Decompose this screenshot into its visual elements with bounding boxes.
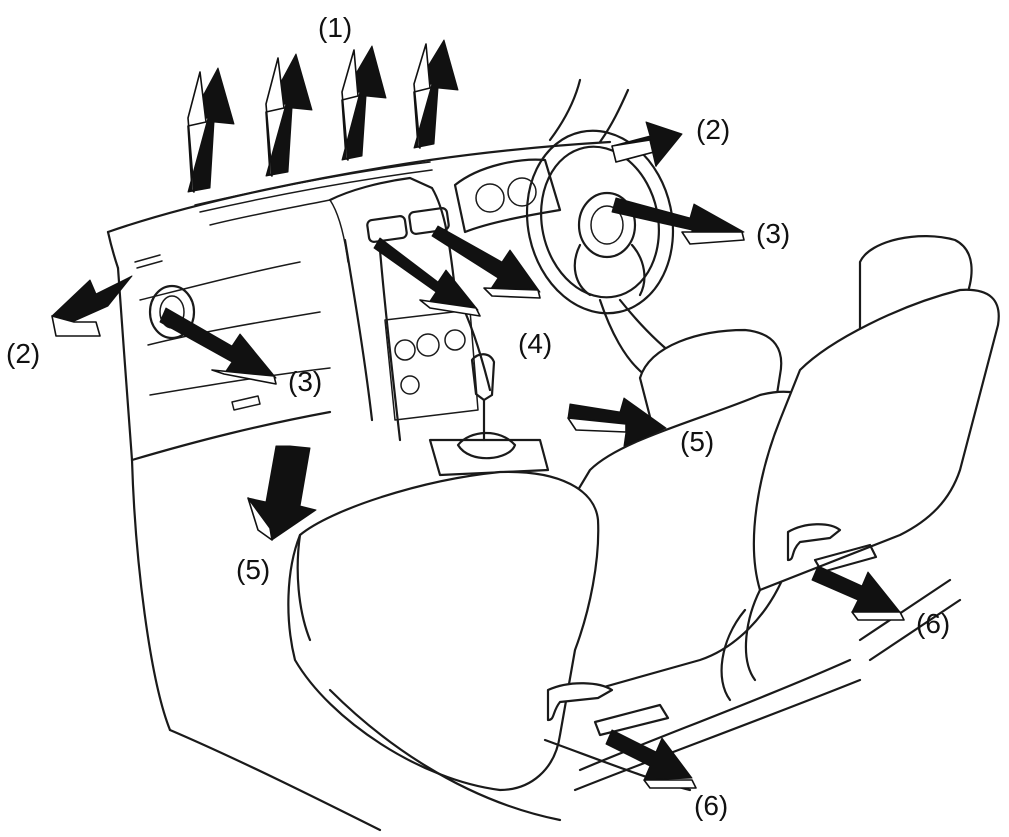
label-side-window-left: (2) xyxy=(6,338,41,369)
front-seat xyxy=(287,328,862,822)
label-rear-left: (6) xyxy=(694,790,729,821)
foot-arrow-right xyxy=(567,397,667,447)
windshield-frame xyxy=(548,78,630,144)
label-side-window-right: (2) xyxy=(696,114,731,145)
rear-arrow-right xyxy=(811,565,905,621)
rear-seat xyxy=(720,235,1000,702)
foot-arrow-left xyxy=(247,445,317,541)
vent-arrow-right xyxy=(611,197,745,245)
windshield-defrost-arrows xyxy=(187,39,459,193)
dashboard xyxy=(106,140,612,477)
label-foot-front-left: (5) xyxy=(236,554,271,585)
side-arrow-left xyxy=(51,275,133,337)
center-vent-arrows xyxy=(373,225,541,317)
defrost-arrow-2 xyxy=(265,53,313,177)
vent-arrow-left xyxy=(159,307,277,385)
side-arrow-right xyxy=(611,121,683,167)
label-vent-left: (3) xyxy=(288,366,323,397)
defrost-arrow-1 xyxy=(187,67,235,193)
label-center-vent: (4) xyxy=(518,328,553,359)
label-vent-right: (3) xyxy=(756,218,791,249)
label-foot-front: (5) xyxy=(680,426,715,457)
rear-arrow-left xyxy=(605,729,697,789)
defrost-arrow-3 xyxy=(341,45,387,161)
label-windshield-defrost: (1) xyxy=(318,12,353,43)
floor xyxy=(130,458,382,832)
defrost-arrow-4 xyxy=(413,39,459,149)
steering-wheel xyxy=(525,129,682,377)
label-rear-right: (6) xyxy=(916,608,951,639)
